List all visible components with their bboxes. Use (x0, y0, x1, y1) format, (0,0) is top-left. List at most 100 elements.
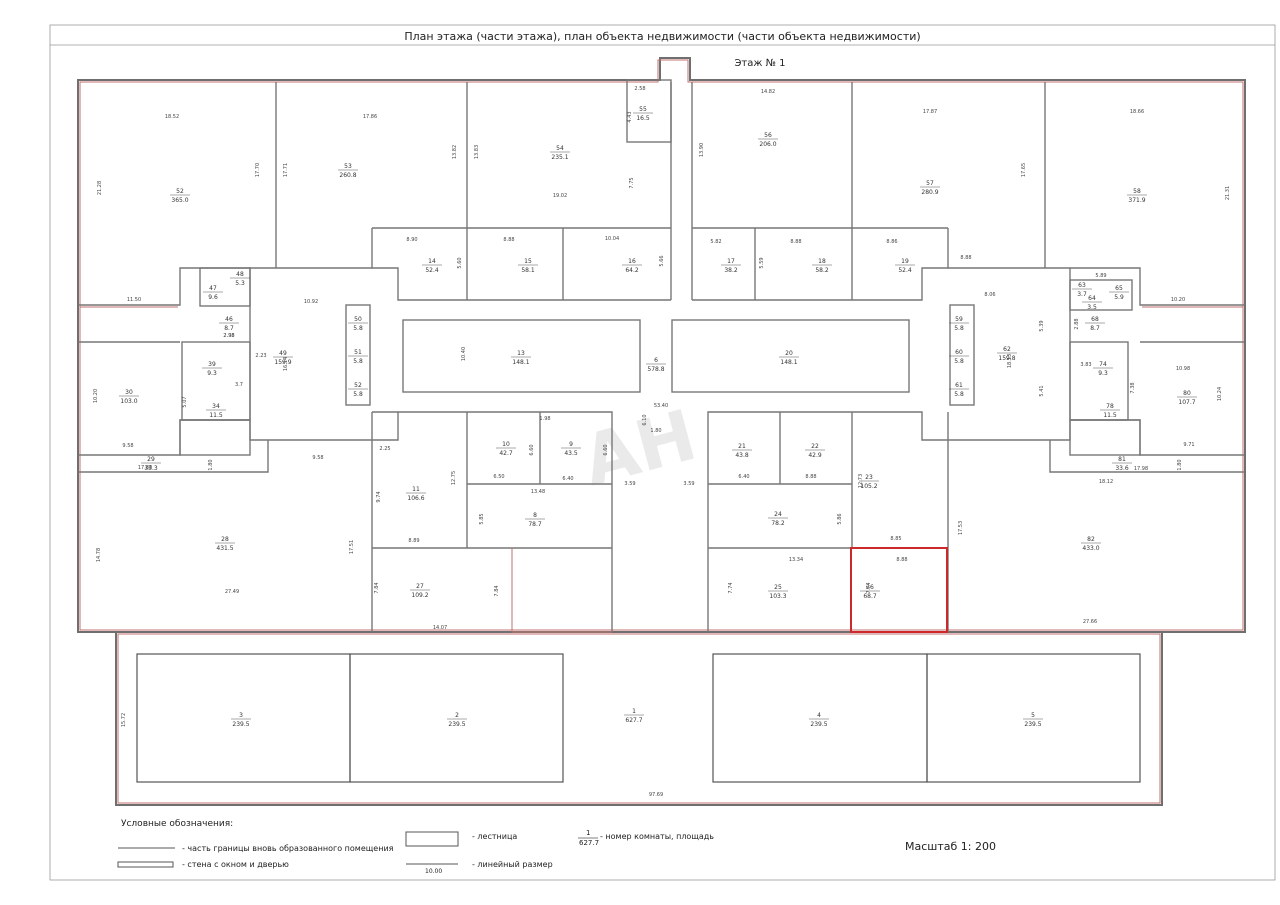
room-label: 595.8 (949, 316, 969, 332)
dimension-label: 21.31 (1225, 186, 1231, 200)
legend-room-text: - номер комнаты, площадь (600, 832, 715, 841)
room-label: 688.7 (1085, 316, 1105, 332)
boundary-pavilion (117, 633, 1161, 804)
room-area: 42.9 (808, 452, 822, 459)
dimension-label: 13.34 (789, 557, 803, 563)
room-20-outline (671, 319, 910, 393)
dimension-label: 8.88 (790, 239, 801, 245)
room-number: 82 (1087, 536, 1095, 543)
stair-right (1069, 419, 1141, 456)
room-number: 13 (517, 350, 525, 357)
dimension-label: 10.24 (1217, 387, 1223, 401)
room-number: 5 (1031, 712, 1035, 719)
page-title: План этажа (части этажа), план объекта н… (404, 30, 921, 43)
dimension-label: 1.80 (650, 428, 661, 434)
room-area: 5.9 (1114, 294, 1124, 301)
room-number: 30 (125, 389, 133, 396)
wall (372, 411, 399, 441)
room-number: 51 (354, 349, 362, 356)
dimension-label: 13.48 (531, 489, 545, 495)
stair-left (179, 419, 251, 456)
wall (372, 267, 671, 301)
dimension-label: 8.86 (886, 239, 897, 245)
room-number: 54 (556, 145, 564, 152)
dimension-label: 5.66 (659, 255, 665, 266)
room-number: 56 (764, 132, 772, 139)
room-number: 80 (1183, 390, 1191, 397)
room-area: 239.5 (232, 721, 249, 728)
room-area: 5.8 (353, 358, 363, 365)
room-number: 52 (176, 188, 184, 195)
room-number: 8 (533, 512, 537, 519)
dimension-label: 1.80 (208, 459, 214, 470)
dimension-label: 8.89 (408, 538, 419, 544)
wall (707, 411, 948, 632)
room-number: 81 (1118, 456, 1126, 463)
room-area: 52.4 (425, 267, 439, 274)
room-number: 59 (955, 316, 963, 323)
room-area: 239.5 (1024, 721, 1041, 728)
room-number: 6 (654, 357, 658, 364)
room-number: 25 (774, 584, 782, 591)
dimension-label: 14.78 (96, 548, 102, 562)
room-area: 159.9 (274, 359, 291, 366)
room-number: 27 (416, 583, 424, 590)
wall (1070, 419, 1245, 456)
dimension-label: 9.58 (122, 443, 133, 449)
room-area: 148.1 (780, 359, 797, 366)
room-area: 206.0 (759, 141, 776, 148)
dimension-label: 6.60 (603, 444, 609, 455)
room-label: 56 206.0 (758, 132, 778, 148)
dimension-label: 4.43 (627, 111, 633, 122)
dimension-label: 17.87 (923, 109, 937, 115)
room-area: 58.2 (815, 267, 829, 274)
dimension-label: 18.66 (1130, 109, 1144, 115)
dimension-label: 14.82 (761, 89, 775, 95)
room-area: 5.8 (353, 391, 363, 398)
room-area: 431.5 (216, 545, 233, 552)
room-area: 159.8 (998, 355, 1015, 362)
room-area: 33.3 (144, 465, 158, 472)
room-label: 643.5 (1082, 295, 1102, 311)
dimension-label: 12.73 (858, 474, 864, 488)
room-area: 11.5 (1103, 412, 1117, 419)
dimension-label: 10.92 (304, 299, 318, 305)
room-label: 5 239.5 (1023, 712, 1043, 728)
room-area: 371.9 (1128, 197, 1145, 204)
legend-wall-text: - стена с окном и дверью (182, 860, 289, 869)
dimension-label: 5.85 (479, 513, 485, 524)
room-area: 16.5 (636, 115, 650, 122)
room-area: 280.9 (921, 189, 938, 196)
floor-label: Этаж № 1 (734, 58, 786, 69)
room-number: 49 (279, 350, 287, 357)
dimension-label: 2.88 (1074, 318, 1080, 329)
dimension-label: 15.72 (121, 713, 127, 727)
room-number: 14 (428, 258, 436, 265)
room-26-highlight (850, 547, 948, 633)
dimension-label: 9.71 (1183, 442, 1194, 448)
scale-label: Масштаб 1: 200 (905, 840, 996, 853)
room-number: 11 (412, 486, 420, 493)
room-area: 107.7 (1178, 399, 1195, 406)
room-number: 46 (225, 316, 233, 323)
